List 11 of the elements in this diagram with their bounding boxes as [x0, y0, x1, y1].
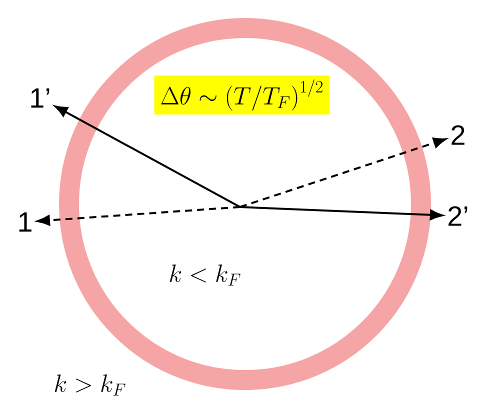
arrow	[240, 206, 443, 220]
region-label: $k<k_{F}$	[170, 264, 240, 286]
state-label: 2	[452, 125, 464, 145]
arrow	[54, 106, 240, 208]
arrow	[37, 206, 240, 226]
arrow	[240, 138, 446, 208]
state-label: 1’	[31, 88, 50, 108]
region-label: $k>k_{F}$	[55, 374, 126, 396]
formula-box: $\Delta\theta\sim\left(T/T_{F}\right)^{1/2}$	[154, 75, 330, 115]
state-label: 2’	[448, 206, 468, 226]
state-label: 1	[19, 212, 32, 232]
